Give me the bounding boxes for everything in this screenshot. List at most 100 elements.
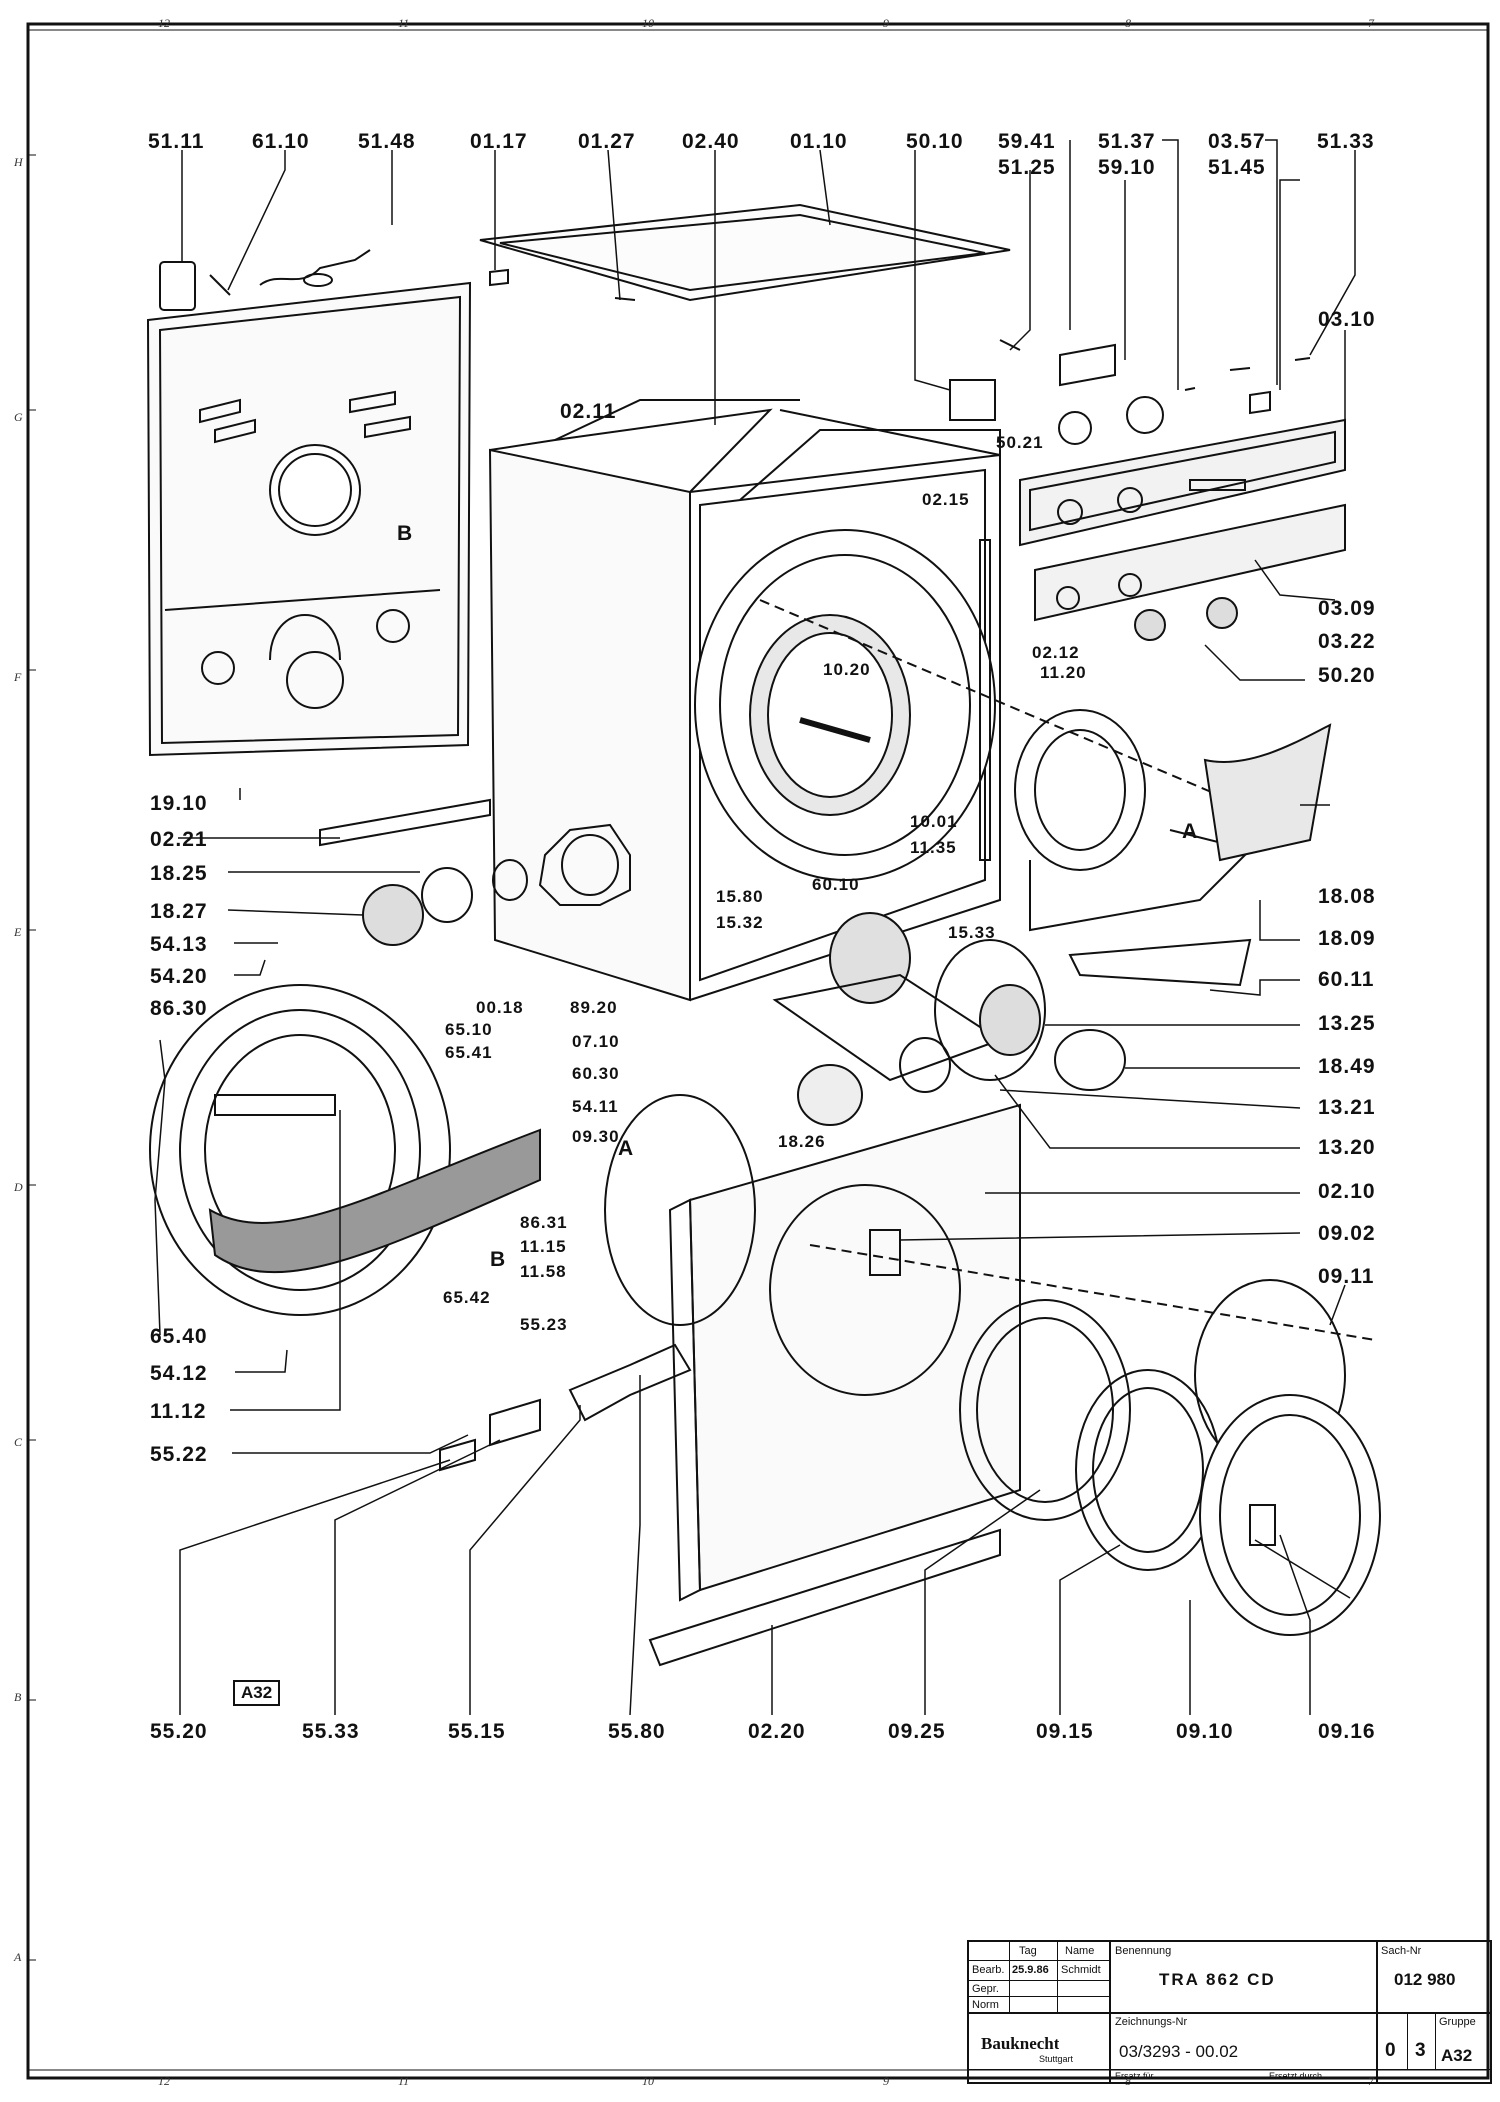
part-label: 09.16 [1318, 1720, 1376, 1743]
part-label: 15.80 [716, 887, 764, 906]
part-label: 10.20 [823, 660, 871, 679]
part-label: 03.10 [1318, 308, 1376, 331]
part-label: 02.20 [748, 1720, 806, 1743]
part-label: 86.30 [150, 997, 208, 1020]
part-label: 50.21 [996, 433, 1044, 452]
part-label: 09.10 [1176, 1720, 1234, 1743]
cabinet-side [488, 448, 691, 1002]
part-label: 54.11 [572, 1097, 619, 1116]
part-label: 60.10 [812, 875, 860, 894]
ruler-left-D: D [14, 1180, 23, 1194]
motor-60-10 [829, 912, 911, 1004]
part-label: 01.10 [790, 130, 848, 153]
part-label: 65.41 [445, 1043, 493, 1062]
tb-title: TRA 862 CD [1159, 1970, 1276, 1989]
tb-col-tag: Tag [1019, 1945, 1037, 1957]
ruler-top-11: 11 [398, 16, 410, 30]
tb-city: Stuttgart [1039, 2054, 1074, 2064]
lint-filter [1203, 723, 1332, 862]
tb-ersetzt-durch: Ersetzt durch [1269, 2071, 1323, 2081]
part-label: 50.20 [1318, 664, 1376, 687]
group-tag: A32 [233, 1680, 281, 1706]
tb-benennung-label: Benennung [1115, 1945, 1172, 1957]
door-seal-65-40 [208, 1128, 541, 1274]
part-label: 11.35 [910, 838, 957, 857]
tb-zeichnung-label: Zeichnungs-Nr [1115, 2016, 1188, 2028]
part-label: 03.57 [1208, 130, 1266, 153]
part-label: 51.11 [148, 130, 205, 153]
part-label: 54.12 [150, 1362, 208, 1385]
part-label: 03.22 [1318, 630, 1376, 653]
part-label: 15.32 [716, 913, 764, 932]
part-label: 55.22 [150, 1443, 208, 1466]
part-label: B [397, 522, 414, 545]
part-label: 51.33 [1317, 130, 1375, 153]
ruler-bottom-10: 10 [642, 2074, 654, 2088]
part-label: 18.25 [150, 862, 208, 885]
back-panel-porthole [269, 444, 361, 536]
tb-sach-nr: 012 980 [1394, 1970, 1456, 1989]
part-label: 00.18 [476, 998, 524, 1017]
duct-18-26 [797, 1064, 863, 1126]
part-label: 19.10 [150, 792, 208, 815]
front-panel-door-opening [769, 1184, 961, 1396]
part-label: 60.11 [1318, 968, 1375, 991]
ruler-left-A: A [14, 1950, 22, 1964]
part-label: 55.23 [520, 1315, 568, 1334]
ruler-left-E: E [14, 925, 22, 939]
ruler-top-8: 8 [1125, 16, 1131, 30]
part-label: 09.30 [572, 1127, 620, 1146]
part-label: 13.25 [1318, 1012, 1376, 1035]
part-label: 51.37 [1098, 130, 1156, 153]
part-label: 60.30 [572, 1064, 620, 1083]
tb-sach-label: Sach-Nr [1381, 1945, 1422, 1957]
tb-gruppe: A32 [1441, 2046, 1473, 2065]
part-label: B [490, 1248, 507, 1271]
control-panel-03-09 [1034, 503, 1346, 622]
tb-company-logo: Bauknecht [981, 2034, 1060, 2053]
ruler-left-G: G [14, 410, 23, 424]
part-label: 11.15 [520, 1237, 567, 1256]
part-label: 55.15 [448, 1720, 506, 1743]
ruler-bottom-8: 8 [1125, 2074, 1131, 2088]
part-label: 54.20 [150, 965, 208, 988]
part-label: 02.11 [560, 400, 617, 423]
part-label: 89.20 [570, 998, 618, 1017]
part-label: 09.15 [1036, 1720, 1094, 1743]
title-block: Tag Name Bearb. 25.9.86 Schmidt Gepr. No… [967, 1940, 1492, 2084]
tb-von: 3 [1415, 2040, 1426, 2061]
part-label: 15.33 [948, 923, 996, 942]
ruler-left-F: F [14, 670, 22, 684]
part-label: A [1182, 820, 1199, 843]
ring-18-49 [1054, 1029, 1126, 1091]
part-label: 55.20 [150, 1720, 208, 1743]
door-ring-09-25 [959, 1299, 1131, 1521]
part-label: 09.25 [888, 1720, 946, 1743]
part-label: 50.10 [906, 130, 964, 153]
part-label: 10.01 [910, 812, 958, 831]
part-label: 55.33 [302, 1720, 360, 1743]
part-label: 02.12 [1032, 643, 1080, 662]
part-label: 11.58 [520, 1262, 567, 1281]
ruler-top-10: 10 [642, 16, 654, 30]
tb-blatt: 0 [1385, 2040, 1396, 2061]
grommet-18-25 [421, 867, 473, 923]
part-label: 61.10 [252, 130, 310, 153]
ruler-bottom-9: 9 [883, 2074, 889, 2088]
seal-89-20 [538, 823, 631, 906]
part-label: 51.48 [358, 130, 416, 153]
part-label: 65.40 [150, 1325, 208, 1348]
part-label: 01.27 [578, 130, 636, 153]
part-label: 59.10 [1098, 156, 1156, 179]
fan-housing [934, 939, 1046, 1081]
part-label: A [618, 1137, 635, 1160]
part-label: 09.11 [1318, 1265, 1375, 1288]
part-label: 11.12 [150, 1400, 207, 1423]
ruler-top-12: 12 [158, 16, 170, 30]
part-label: 09.02 [1318, 1222, 1376, 1245]
ruler-bottom-11: 11 [398, 2074, 410, 2088]
part-label: 86.31 [520, 1213, 568, 1232]
ruler-left-B: B [14, 1690, 22, 1704]
tb-col-name: Name [1065, 1945, 1095, 1957]
